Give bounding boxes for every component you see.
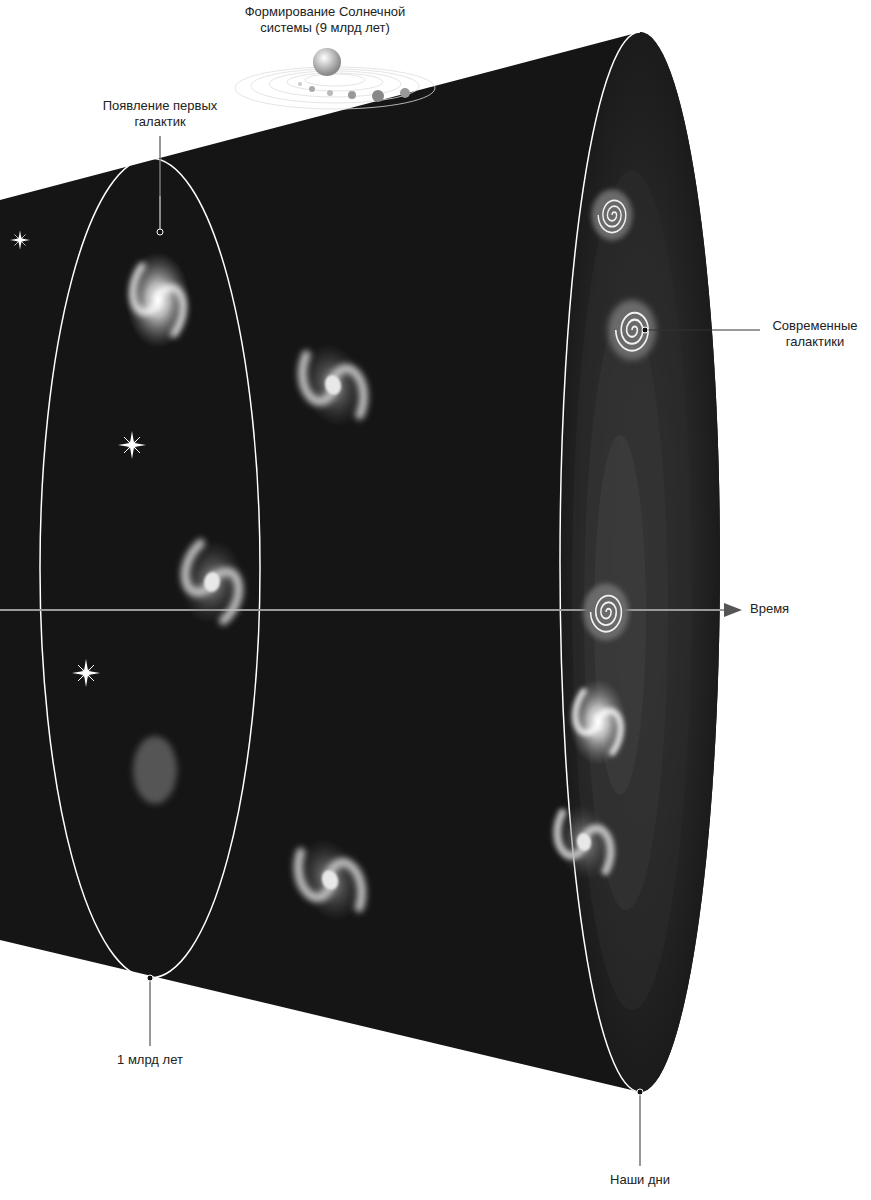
- label: Наши дни: [580, 1172, 700, 1188]
- label: Время: [750, 601, 850, 617]
- label: 1 млрд лет: [90, 1052, 210, 1068]
- label: Формирование Солнечной системы (9 млрд л…: [238, 4, 413, 35]
- label: Современные галактики: [768, 318, 863, 349]
- label: Появление первых галактик: [95, 98, 225, 129]
